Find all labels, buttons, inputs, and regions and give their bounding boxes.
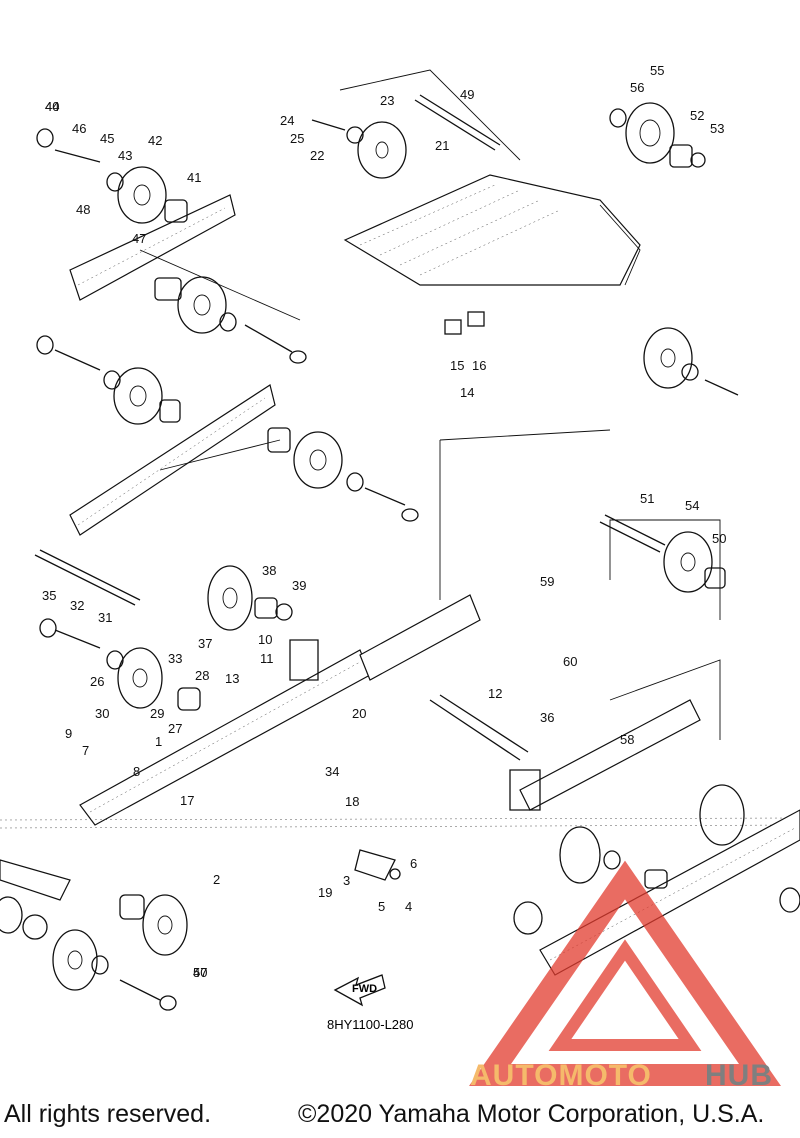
callout-number: 40: [45, 99, 59, 114]
callout-number: 7: [82, 743, 89, 758]
logo-text-primary: AUTOMOTO: [470, 1059, 652, 1092]
lower-left-rail: [0, 859, 71, 940]
callout-number: 5: [378, 899, 385, 914]
callout-number: 17: [180, 793, 194, 808]
idler-wheel-top-right: [609, 102, 706, 168]
callout-number: 51: [640, 491, 654, 506]
callout-number: 29: [150, 706, 164, 721]
callout-number: 39: [292, 578, 306, 593]
callout-number: 20: [352, 706, 366, 721]
idler-wheel-right-51: [599, 514, 726, 593]
shaft-36: [429, 694, 529, 761]
callout-number: 4: [405, 899, 412, 914]
callout-number: 28: [195, 668, 209, 683]
callout-number: 1: [155, 734, 162, 749]
callout-number: 33: [168, 651, 182, 666]
callout-number: 35: [42, 588, 56, 603]
callout-number: 25: [290, 131, 304, 146]
clip-15-16: [444, 311, 485, 335]
idler-wheel-mid-2: [39, 618, 201, 711]
callout-number: 19: [318, 885, 332, 900]
callout-number: 15: [450, 358, 464, 373]
callout-number: 6: [410, 856, 417, 871]
callout-number: 58: [620, 732, 634, 747]
upper-left-rail-assembly: [69, 194, 301, 536]
callout-number: 22: [310, 148, 324, 163]
copyright-text: ©2020 Yamaha Motor Corporation, U.S.A.: [298, 1100, 765, 1128]
callout-number: 14: [460, 385, 474, 400]
lower-center-bracket: [354, 849, 401, 881]
callout-number: 23: [380, 93, 394, 108]
callout-number: 47: [132, 231, 146, 246]
callout-number: 16: [472, 358, 486, 373]
callout-number: 49: [460, 87, 474, 102]
idler-wheel-right-mid: [643, 327, 739, 396]
callout-number: 48: [76, 202, 90, 217]
callout-number: 12: [488, 686, 502, 701]
fwd-label: FWD: [352, 983, 377, 995]
callout-number: 32: [70, 598, 84, 613]
callout-number: 38: [262, 563, 276, 578]
callout-number: 42: [148, 133, 162, 148]
callout-number: 11: [260, 651, 274, 666]
drive-track: [343, 174, 641, 286]
callout-number: 8: [133, 764, 140, 779]
rights-reserved-text: All rights reserved.: [4, 1100, 212, 1128]
callout-number: 45: [100, 131, 114, 146]
lower-torn-strip: [0, 817, 800, 829]
callout-number: 56: [630, 80, 644, 95]
leader-lines: [339, 69, 721, 740]
idler-wheel-upper-2: [154, 276, 307, 364]
callout-number: 43: [118, 148, 132, 163]
idler-wheel-mid-left: [34, 549, 293, 631]
callout-number: 31: [98, 610, 112, 625]
callout-number: 50: [712, 531, 726, 546]
idler-wheel-upper-1: [36, 128, 188, 224]
callout-number: 55: [650, 63, 664, 78]
callout-number: 3: [343, 873, 350, 888]
callout-number: 36: [540, 710, 554, 725]
callout-number: 13: [225, 671, 239, 686]
callout-number: 37: [198, 636, 212, 651]
idler-wheel-upper-4: [267, 427, 419, 522]
callout-number: 21: [435, 138, 449, 153]
idler-wheel-upper-3: [36, 335, 181, 425]
callout-number: 57: [193, 965, 207, 980]
callout-number: 26: [90, 674, 104, 689]
callout-number: 41: [187, 170, 201, 185]
lower-right-rail: [513, 784, 800, 976]
callout-number: 59: [540, 574, 554, 589]
callout-number: 40: [193, 965, 207, 980]
callout-number: 27: [168, 721, 182, 736]
idler-wheel-lower-left: [52, 894, 188, 1011]
callout-number: 10: [258, 632, 272, 647]
callout-number: 24: [280, 113, 294, 128]
diagram-reference-code: 8HY1100-L280: [327, 1017, 414, 1032]
shaft-49: [414, 94, 501, 151]
callout-number: 52: [690, 108, 704, 123]
callout-number: 9: [65, 726, 72, 741]
callout-number: 53: [710, 121, 724, 136]
callout-number: 44: [45, 99, 59, 114]
callout-number: 30: [95, 706, 109, 721]
callout-number: 54: [685, 498, 699, 513]
fwd-arrow-icon: FWD: [333, 974, 386, 1007]
callout-number: 18: [345, 794, 359, 809]
logo-text-secondary: HUB: [705, 1059, 773, 1092]
callout-number: 34: [325, 764, 339, 779]
callout-number: 2: [213, 872, 220, 887]
bracket-10-11: [289, 639, 541, 811]
callout-number: 60: [563, 654, 577, 669]
main-slide-rail: [79, 594, 701, 826]
callout-number: 46: [72, 121, 86, 136]
idler-wheel-top-center: [311, 119, 407, 179]
automotohub-logo: AUTOMOTO HUB: [469, 860, 781, 1092]
